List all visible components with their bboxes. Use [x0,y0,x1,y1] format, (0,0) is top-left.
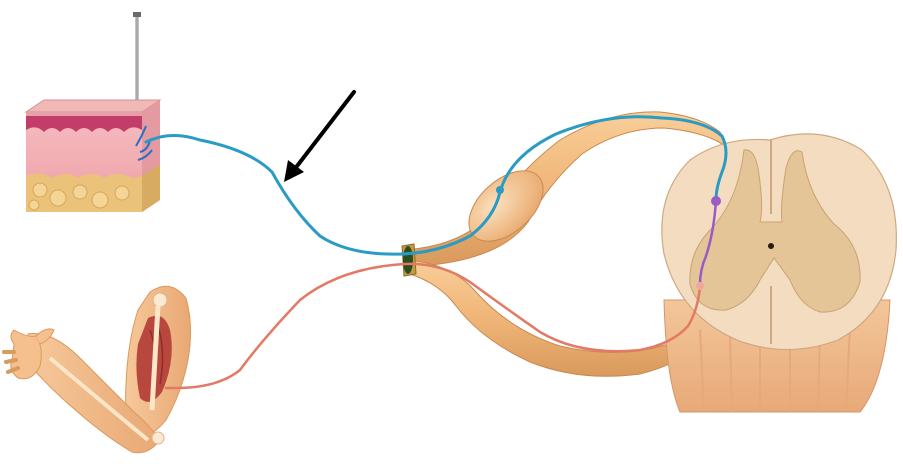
motor-cell-body [696,282,704,290]
arm-illustration [4,286,191,453]
sensory-cell-body [496,186,504,194]
skin-block [26,100,160,212]
arrow-icon [284,92,354,182]
spinal-cord [662,134,897,412]
sensory-neuron [146,117,726,254]
pin-icon [133,12,141,100]
interneuron-cell-body [711,196,721,206]
